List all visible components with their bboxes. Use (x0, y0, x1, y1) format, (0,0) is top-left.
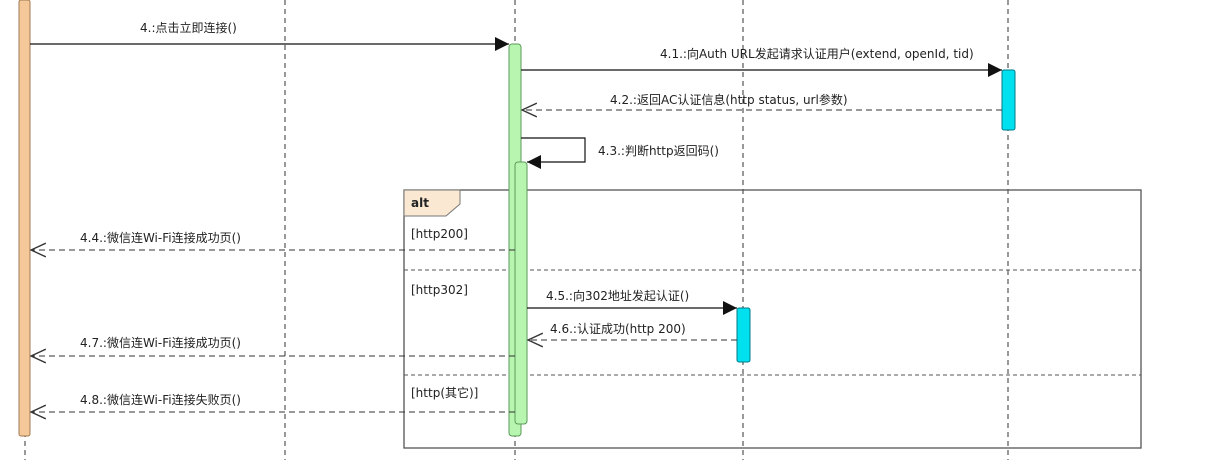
guard-http200: [http200] (411, 227, 468, 241)
message-4-7-label: 4.7.:微信连Wi-Fi连接成功页() (80, 335, 241, 350)
activation-user (18, 0, 31, 437)
message-4-6-label: 4.6.:认证成功(http 200) (550, 322, 686, 336)
alt-frame (403, 189, 1142, 449)
guard-http-other: [http(其它)] (411, 385, 478, 400)
message-4-3-label: 4.3.:判断http返回码() (598, 143, 719, 158)
alt-tag-box (403, 189, 461, 217)
guard-http302: [http302] (411, 283, 468, 297)
activation-ac (736, 307, 751, 363)
activation-server-inner (514, 161, 528, 425)
message-4-5-label: 4.5.:向302地址发起认证() (546, 288, 689, 303)
message-4-1-label: 4.1.:向Auth URL发起请求认证用户(extend, openId, t… (660, 46, 974, 61)
message-4-label: 4.:点击立即连接() (140, 20, 237, 35)
message-4-4-label: 4.4.:微信连Wi-Fi连接成功页() (80, 230, 241, 245)
alt-tag-label: alt (411, 196, 429, 210)
message-4-8-label: 4.8.:微信连Wi-Fi连接失败页() (80, 392, 241, 407)
message-4-3-arrow (521, 137, 586, 169)
message-4-2-label: 4.2.:返回AC认证信息(http status, url参数) (610, 92, 848, 107)
activation-auth (1001, 69, 1016, 131)
